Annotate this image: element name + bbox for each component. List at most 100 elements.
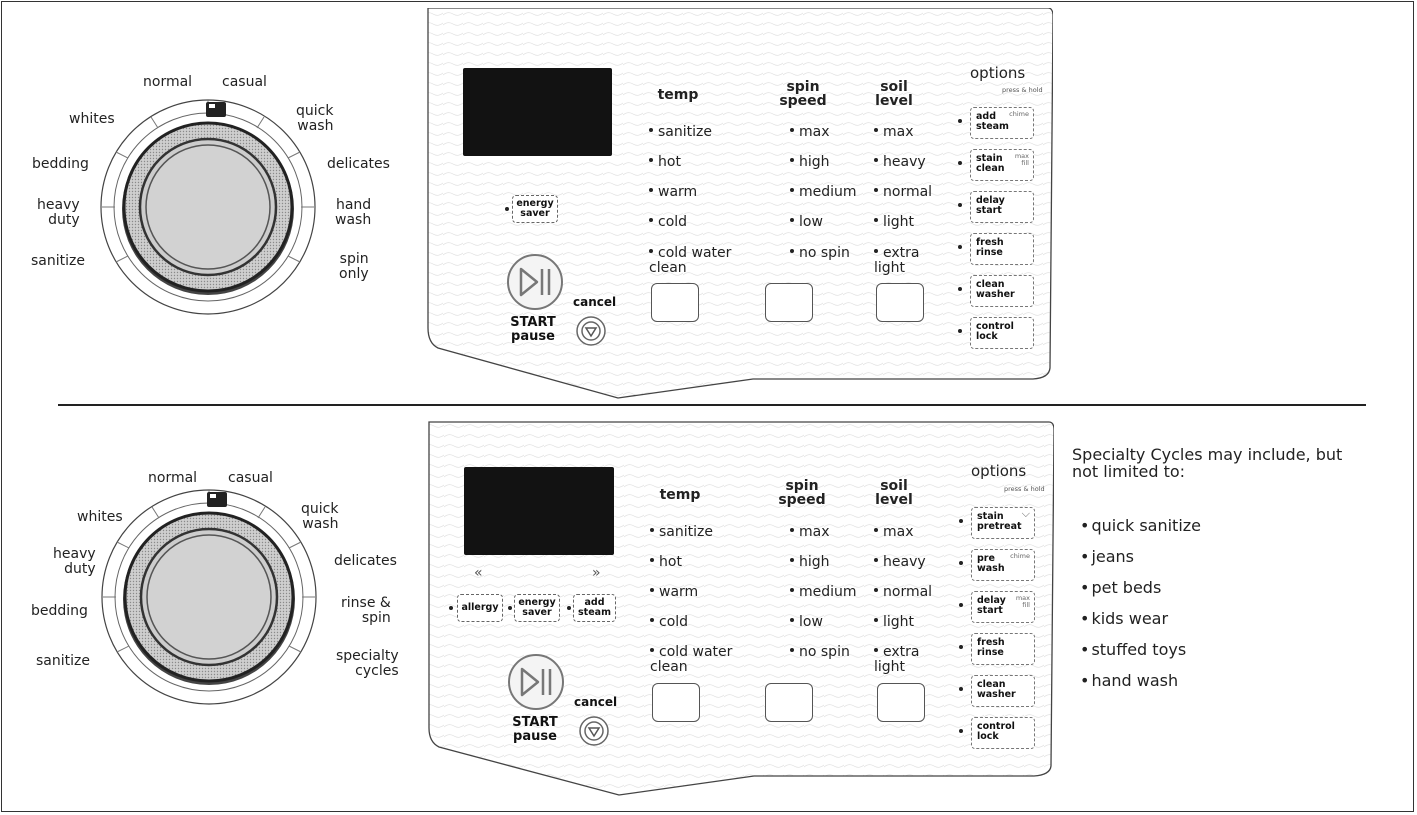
- energy-saver-button[interactable]: energy saver: [512, 195, 558, 223]
- option-indicator: [959, 519, 963, 523]
- dial-label-heavy-duty: heavy duty: [53, 546, 96, 577]
- soil-option-max[interactable]: max: [874, 525, 914, 540]
- dial-label-casual: casual: [228, 470, 273, 486]
- section-divider: [58, 404, 1366, 406]
- control-lock-button[interactable]: control lock: [971, 717, 1035, 749]
- energy-saver-indicator: [508, 606, 512, 610]
- spin-option-low[interactable]: low: [790, 615, 823, 630]
- spin-option-high[interactable]: high: [790, 155, 830, 170]
- dial-label-hand-wash: hand wash: [335, 197, 372, 228]
- temp-option-cold-water-clean[interactable]: cold water clean: [650, 644, 733, 675]
- soil-option-extra-light[interactable]: extra light: [874, 644, 920, 675]
- soil-select-button[interactable]: [876, 283, 924, 322]
- fresh-rinse-button[interactable]: fresh rinse: [970, 233, 1034, 265]
- option-indicator: [958, 119, 962, 123]
- list-item: stuffed toys: [1080, 634, 1201, 665]
- dial-label-normal: normal: [143, 74, 193, 90]
- dial-label-whites: whites: [77, 509, 123, 525]
- temp-select-button[interactable]: [652, 683, 700, 722]
- soil-option-heavy[interactable]: heavy: [874, 155, 926, 170]
- list-item: pet beds: [1080, 572, 1201, 603]
- soil-option-heavy[interactable]: heavy: [874, 555, 926, 570]
- spin-option-high[interactable]: high: [790, 555, 830, 570]
- temp-heading: temp: [657, 87, 699, 103]
- dial-label-bedding: bedding: [31, 603, 88, 619]
- dial-label-rinse-spin: rinse & spin: [341, 595, 391, 626]
- specialty-cycles-list: quick sanitize jeans pet beds kids wear …: [1080, 510, 1201, 696]
- spin-select-button[interactable]: [765, 283, 813, 322]
- dial-label-heavy-duty: heavy duty: [37, 197, 80, 228]
- soil-option-max[interactable]: max: [874, 125, 914, 140]
- spin-option-max[interactable]: max: [790, 125, 830, 140]
- cycle-selector-dial[interactable]: [98, 97, 318, 317]
- soil-option-normal[interactable]: normal: [874, 585, 932, 600]
- dial-label-delicates: delicates: [327, 156, 390, 172]
- clean-washer-button[interactable]: clean washer: [971, 675, 1035, 707]
- cancel-label: cancel: [573, 295, 617, 309]
- cancel-button[interactable]: [578, 715, 610, 747]
- option-indicator: [959, 561, 963, 565]
- start-pause-button[interactable]: [505, 252, 565, 312]
- temp-option-hot[interactable]: hot: [649, 155, 681, 170]
- start-pause-button[interactable]: [506, 652, 566, 712]
- control-lock-button[interactable]: control lock: [970, 317, 1034, 349]
- spin-option-medium[interactable]: medium: [790, 185, 857, 200]
- energy-saver-indicator: [505, 207, 509, 211]
- soil-option-light[interactable]: light: [874, 615, 914, 630]
- option-indicator: [958, 329, 962, 333]
- temp-option-warm[interactable]: warm: [650, 585, 698, 600]
- stain-pretreat-button[interactable]: stain pretreat⌵: [971, 507, 1035, 539]
- lcd-display: [464, 467, 614, 555]
- dial-label-bedding: bedding: [32, 156, 89, 172]
- lcd-display: [463, 68, 612, 156]
- option-indicator: [959, 645, 963, 649]
- soil-level-heading: soil level: [875, 79, 913, 109]
- spin-select-button[interactable]: [765, 683, 813, 722]
- temp-option-sanitize[interactable]: sanitize: [649, 125, 712, 140]
- temp-option-sanitize[interactable]: sanitize: [650, 525, 713, 540]
- left-arrow-icon: «: [474, 565, 483, 581]
- cancel-button[interactable]: [575, 315, 607, 347]
- temp-select-button[interactable]: [651, 283, 699, 322]
- temp-option-cold-water-clean[interactable]: cold water clean: [649, 245, 732, 276]
- soil-option-extra-light[interactable]: extra light: [874, 245, 920, 276]
- clean-washer-button[interactable]: clean washer: [970, 275, 1034, 307]
- spin-option-medium[interactable]: medium: [790, 585, 857, 600]
- dial-label-spin-only: spin only: [339, 251, 369, 282]
- list-item: jeans: [1080, 541, 1201, 572]
- fresh-rinse-button[interactable]: fresh rinse: [971, 633, 1035, 665]
- option-indicator: [959, 687, 963, 691]
- dial-label-whites: whites: [69, 111, 115, 127]
- soil-select-button[interactable]: [877, 683, 925, 722]
- cycle-selector-dial[interactable]: [99, 487, 319, 707]
- soil-option-light[interactable]: light: [874, 215, 914, 230]
- delay-start-button[interactable]: delay start: [970, 191, 1034, 223]
- spin-option-no-spin[interactable]: no spin: [790, 645, 850, 660]
- temp-option-warm[interactable]: warm: [649, 185, 697, 200]
- temp-option-hot[interactable]: hot: [650, 555, 682, 570]
- dial-label-specialty-cycles: specialty cycles: [336, 648, 399, 679]
- allergy-button[interactable]: allergy: [457, 594, 503, 622]
- add-steam-button[interactable]: add steam: [573, 594, 616, 622]
- option-indicator: [959, 603, 963, 607]
- temp-option-cold[interactable]: cold: [650, 615, 688, 630]
- temp-option-cold[interactable]: cold: [649, 215, 687, 230]
- spin-option-max[interactable]: max: [790, 525, 830, 540]
- play-icon: [520, 667, 540, 697]
- dial-label-sanitize: sanitize: [36, 653, 90, 669]
- energy-saver-button[interactable]: energy saver: [514, 594, 560, 622]
- spin-option-no-spin[interactable]: no spin: [790, 246, 850, 261]
- dial-label-sanitize: sanitize: [31, 253, 85, 269]
- dial-label-normal: normal: [148, 470, 198, 486]
- soil-option-normal[interactable]: normal: [874, 185, 932, 200]
- options-heading: options: [971, 462, 1027, 480]
- spin-option-low[interactable]: low: [790, 215, 823, 230]
- spin-speed-heading: spin speed: [778, 478, 826, 508]
- dial-label-casual: casual: [222, 74, 267, 90]
